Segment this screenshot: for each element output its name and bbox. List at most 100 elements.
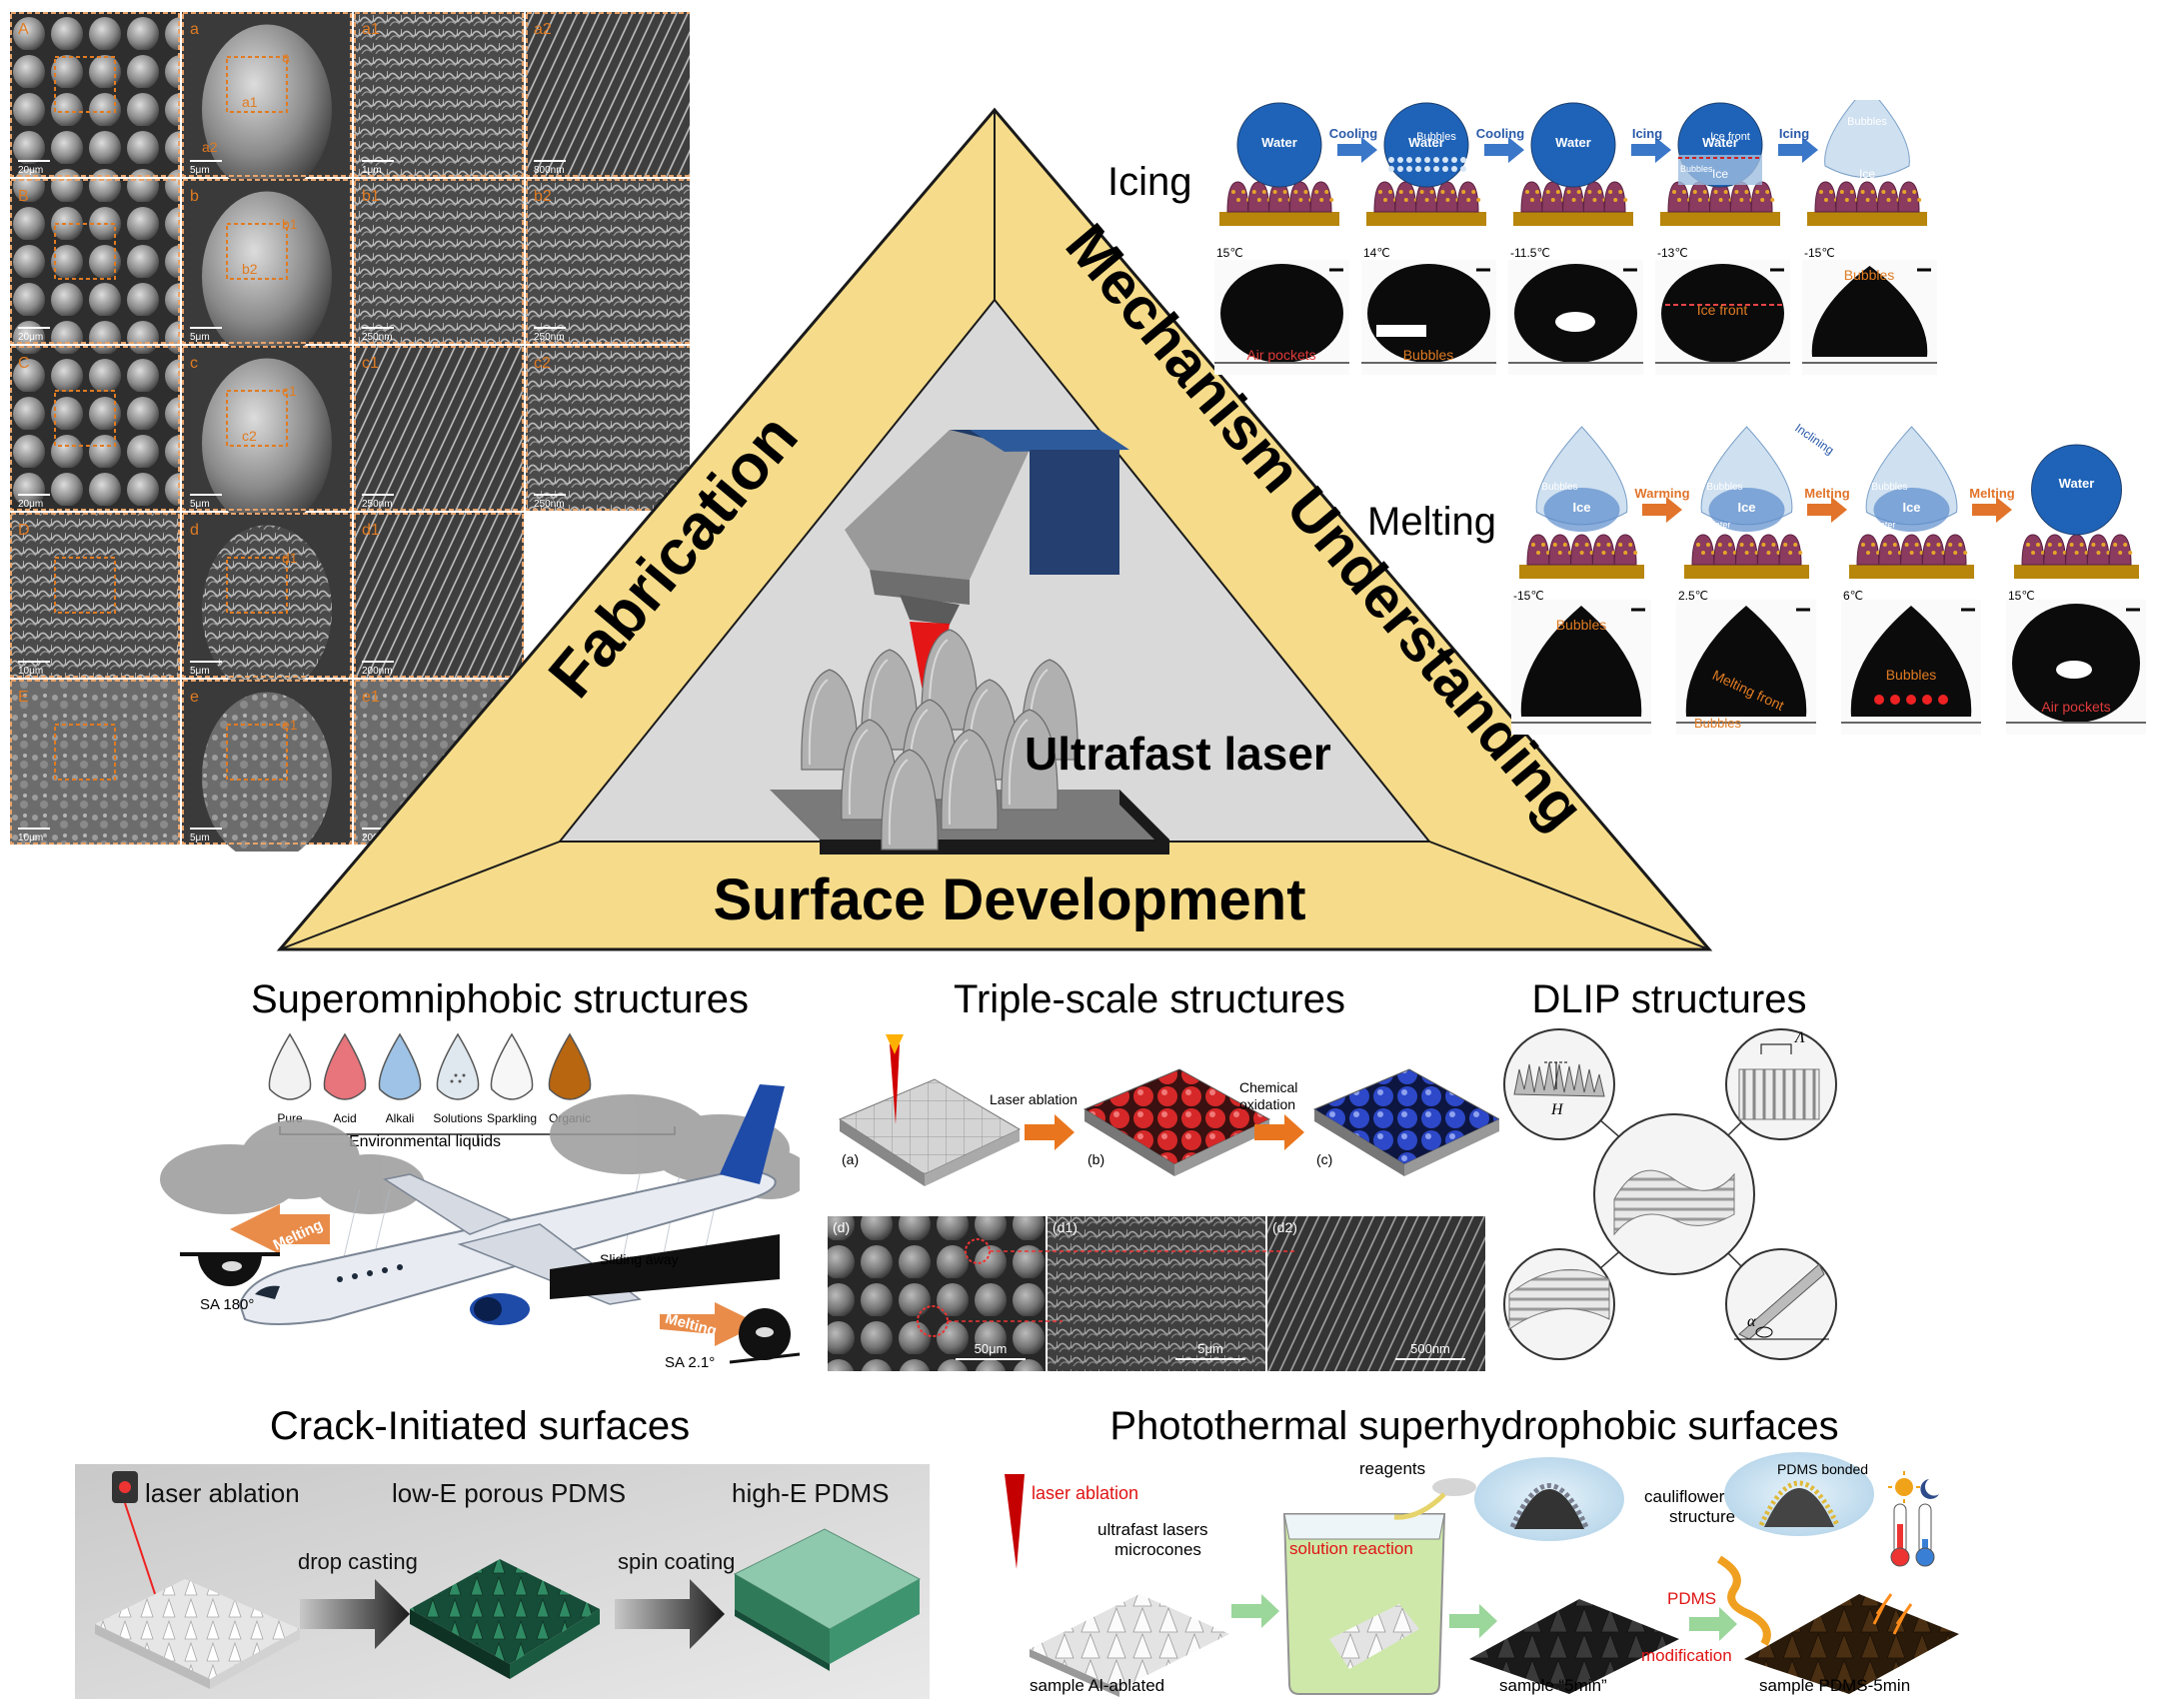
liquid-drop-label: Solutions [433, 1111, 482, 1125]
sa-2-label: SA 2.1° [665, 1354, 715, 1371]
pdms-bonded-bubble-icon [1724, 1452, 1874, 1536]
svg-text:-11.5℃: -11.5℃ [1510, 246, 1550, 260]
ultrafast-lasers-label: ultrafast lasers [1097, 1520, 1208, 1539]
svg-text:(d2): (d2) [1272, 1219, 1297, 1235]
crack-initiated-title: Crack-Initiated surfaces [270, 1404, 690, 1448]
photothermal-panel: Photothermal superhydrophobic surfaces l… [1000, 1399, 1999, 1704]
triple-sem-panel-3: (d2) 500nm [1267, 1216, 1485, 1371]
sem-panel-label: a2 [534, 21, 552, 38]
sample-al-ablated-label: sample Al-ablated [1030, 1676, 1164, 1695]
environmental-liquids-label: Environmental liquids [349, 1133, 501, 1150]
svg-text:Melting: Melting [1804, 486, 1850, 501]
dlip-symbol-lambda: Λ [1793, 1029, 1805, 1046]
sem-zoom-marker: e1 [282, 717, 298, 733]
svg-text:Bubbles: Bubbles [1694, 716, 1741, 731]
center-label: Ultrafast laser [1025, 728, 1331, 780]
liquid-drop-acid-icon: Acid [323, 1032, 367, 1125]
icing-stage-3: Water [1513, 102, 1633, 226]
five-min-sample-icon [1469, 1599, 1679, 1694]
svg-text:Cooling: Cooling [1476, 126, 1524, 141]
sem-scale-bar-label: 20μm [18, 165, 43, 176]
step-arrow-2 [1449, 1604, 1497, 1638]
sem-panel-label: b2 [534, 188, 552, 205]
svg-text:Ice: Ice [1572, 500, 1590, 515]
sem-zoom-marker: a2 [202, 139, 218, 155]
svg-text:-15℃: -15℃ [1804, 246, 1835, 260]
sa-180-label: SA 180° [200, 1296, 254, 1313]
thermometer-icon [1890, 1503, 1935, 1567]
droplet-sa2-icon [729, 1308, 800, 1364]
svg-text:Melting: Melting [1969, 486, 2015, 501]
green-porous-pdms-icon [410, 1559, 600, 1679]
svg-text:Bubbles: Bubbles [1680, 164, 1713, 174]
liquid-drop-label: Sparkling [487, 1111, 537, 1125]
sem-scale-bar-label: 20μm [18, 499, 43, 510]
liquid-drop-sparkling-icon: Sparkling [487, 1032, 537, 1125]
liquid-drop-solutions-icon: Solutions [433, 1032, 483, 1125]
beaker-icon [1282, 1513, 1446, 1695]
sem-panel-label: a1 [362, 21, 380, 38]
pdms-5min-sample-icon [1716, 1555, 1959, 1694]
icing-arrow-2: Cooling [1476, 126, 1524, 163]
svg-text:Ice front: Ice front [1697, 302, 1748, 318]
icing-arrow-3: Icing [1631, 126, 1671, 163]
sem-scale-bar-label: 1μm [362, 165, 382, 176]
step-arrow-1 [1231, 1594, 1279, 1628]
spin-coating-label: spin coating [618, 1549, 735, 1574]
sem-cell-a1: a1 1μm [354, 12, 524, 177]
melting-stage-4: Water [2014, 444, 2139, 579]
sem-scale-bar-label: 5μm [190, 499, 210, 510]
sem-panel-label: c1 [362, 355, 379, 372]
melting-arrow-3: Melting [1969, 486, 2015, 523]
white-spike-array-icon [95, 1579, 300, 1689]
svg-text:Ice: Ice [1712, 167, 1728, 181]
svg-text:Water: Water [2059, 476, 2095, 491]
svg-text:50μm: 50μm [975, 1341, 1008, 1356]
side-label-surface-development: Surface Development [713, 867, 1305, 932]
sem-scale-bar-label: 250nm [534, 499, 565, 510]
melting-arrow-1: Warming [1634, 486, 1690, 523]
sem-panel-label: B [18, 188, 29, 205]
svg-text:-13℃: -13℃ [1657, 246, 1688, 260]
superomniphobic-title: Superomniphobic structures [251, 977, 749, 1021]
high-e-pdms-block-icon [733, 1528, 922, 1671]
svg-text:Cooling: Cooling [1329, 126, 1377, 141]
chemical-oxidation-arrow [1254, 1114, 1304, 1150]
photothermal-title: Photothermal superhydrophobic surfaces [1109, 1404, 1838, 1448]
svg-text:Bubbles: Bubbles [1847, 116, 1887, 128]
svg-text:500nm: 500nm [1410, 1341, 1450, 1356]
laser-head-icon [845, 430, 1129, 740]
sem-panel-label: b [190, 188, 199, 205]
icing-title: Icing [1107, 160, 1192, 204]
oxidation-label: oxidation [1239, 1096, 1295, 1112]
svg-text:Warming: Warming [1634, 486, 1689, 501]
cauliflower-bubble-icon [1474, 1457, 1624, 1541]
liquid-drop-label: Acid [333, 1111, 356, 1125]
sem-zoom-marker: c2 [242, 428, 257, 444]
icing-arrow-1: Cooling [1329, 126, 1377, 163]
svg-text:Bubbles: Bubbles [1886, 667, 1937, 683]
crack-step-highe-pdms: high-E PDMS [732, 1478, 890, 1508]
photothermal-laser-ablation: laser ablation [1032, 1483, 1138, 1503]
sem-zoom-marker: a [282, 49, 290, 65]
blue-microcone-icon [1312, 1068, 1499, 1176]
